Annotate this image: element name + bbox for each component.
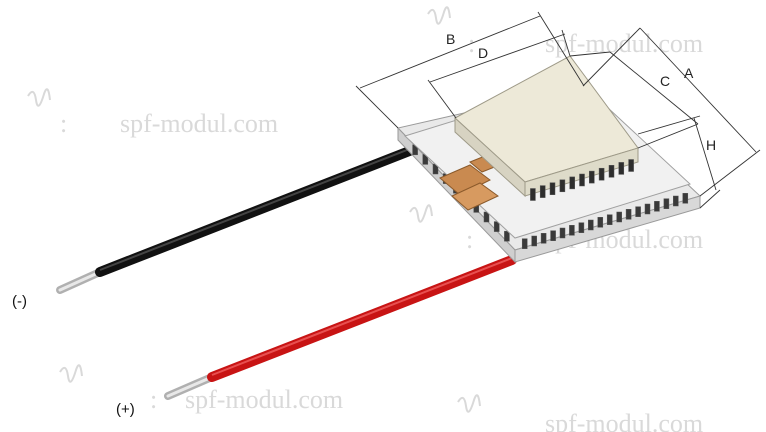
pellet bbox=[589, 170, 595, 184]
pellet bbox=[559, 179, 566, 193]
pellet bbox=[540, 233, 547, 244]
pellet bbox=[588, 219, 594, 231]
watermark-mid-right-prefix: : bbox=[466, 225, 473, 254]
dimension-label-b: B bbox=[446, 31, 455, 47]
pellet bbox=[521, 238, 528, 249]
pellet bbox=[625, 209, 632, 220]
dimension-lines: B D A C H bbox=[355, 11, 761, 209]
dimension-label-d: D bbox=[478, 45, 488, 61]
pellet bbox=[559, 227, 566, 239]
pellet bbox=[682, 193, 689, 204]
pellet bbox=[531, 235, 537, 247]
dimension-label-h: H bbox=[706, 137, 716, 153]
positive-lead-label: (+) bbox=[116, 401, 135, 418]
positive-wire-insulation bbox=[207, 255, 517, 382]
pellet bbox=[550, 230, 556, 241]
watermark-bottom-right: spf-modul.com bbox=[457, 394, 703, 432]
pellet bbox=[579, 173, 585, 187]
watermark-top-right-text: spf-modul.com bbox=[545, 29, 703, 58]
watermark-top-right: : spf-modul.com bbox=[427, 6, 703, 58]
pellet bbox=[539, 185, 546, 198]
pellet bbox=[606, 214, 613, 225]
watermark-bottom-right-text: spf-modul.com bbox=[545, 409, 703, 432]
pellet bbox=[569, 176, 575, 190]
pellet bbox=[578, 222, 585, 233]
pellet bbox=[569, 225, 575, 236]
pellet bbox=[504, 230, 510, 242]
dimension-label-c: C bbox=[660, 73, 670, 89]
pellet bbox=[618, 162, 625, 175]
watermark-bottom-left-text: spf-modul.com bbox=[185, 385, 343, 414]
pellet bbox=[549, 182, 556, 195]
pellet bbox=[608, 165, 615, 178]
negative-wire-insulation bbox=[95, 145, 417, 277]
pellet bbox=[673, 195, 679, 207]
pellet bbox=[628, 159, 634, 172]
watermark-bottom-left-prefix: : bbox=[150, 385, 157, 414]
pellet bbox=[663, 198, 670, 209]
watermark-top-left-text: spf-modul.com bbox=[120, 109, 278, 138]
pellet bbox=[654, 201, 660, 212]
pellet bbox=[616, 211, 622, 223]
pellet bbox=[644, 203, 651, 215]
lead-wires bbox=[56, 145, 517, 400]
pellet bbox=[598, 167, 605, 181]
positive-wire bbox=[164, 255, 517, 400]
watermark-bottom-left: : spf-modul.com bbox=[59, 364, 343, 414]
negative-wire bbox=[56, 145, 417, 294]
pellet bbox=[635, 206, 641, 217]
negative-lead-label: (-) bbox=[12, 293, 27, 310]
top-ceramic-plate bbox=[454, 55, 639, 201]
dimension-label-a: A bbox=[684, 65, 694, 81]
pellet bbox=[597, 217, 604, 228]
watermark-top-left-prefix: : bbox=[60, 109, 67, 138]
watermark-top-left: : spf-modul.com bbox=[27, 88, 278, 138]
pellet bbox=[530, 188, 536, 201]
